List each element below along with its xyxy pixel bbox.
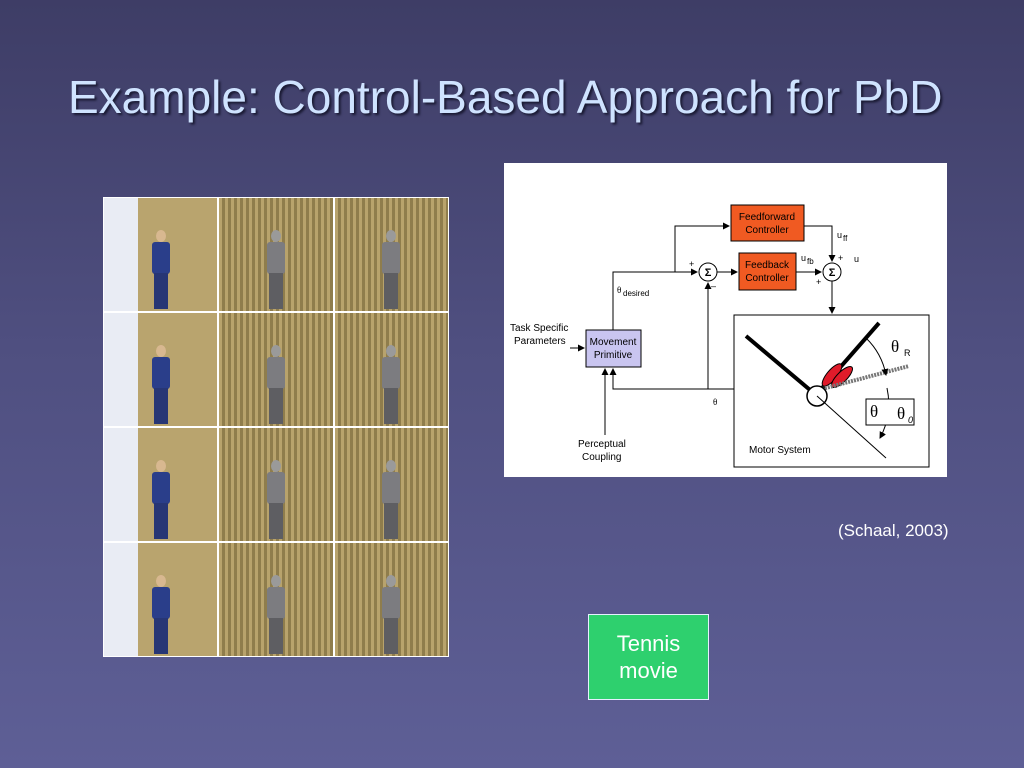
u-fb-sub: fb xyxy=(807,257,814,266)
minus-sign-left: – xyxy=(711,281,716,291)
movement-primitive-label-1: Movement xyxy=(590,337,637,348)
robot-figure xyxy=(265,229,287,309)
robot-figure xyxy=(265,344,287,424)
task-params-label-2: Parameters xyxy=(514,336,566,347)
movement-primitive-box xyxy=(585,329,642,368)
feedback-label-2: Controller xyxy=(745,273,789,284)
photo-frame xyxy=(334,428,448,541)
plus-sign-bottom: + xyxy=(816,277,821,287)
photo-frame xyxy=(104,543,218,656)
feedforward-label-1: Feedforward xyxy=(739,212,795,223)
tennis-movie-button[interactable]: Tennis movie xyxy=(588,614,709,700)
photo-frame xyxy=(104,428,218,541)
perceptual-label-1: Perceptual xyxy=(578,439,626,450)
motor-system-box xyxy=(733,314,930,468)
arm-upper-link xyxy=(744,334,818,397)
theta-r-sub: R xyxy=(904,348,911,358)
photo-frame xyxy=(334,543,448,656)
theta-r-label: θ xyxy=(891,337,899,356)
photo-frame xyxy=(219,428,333,541)
wire-to-feedforward xyxy=(674,222,730,272)
movie-button-line1: Tennis xyxy=(616,631,681,656)
feedback-label-1: Feedback xyxy=(745,260,790,271)
photo-frame xyxy=(104,313,218,426)
demonstrator-figure xyxy=(150,344,172,424)
plus-sign-top: + xyxy=(838,253,843,263)
robot-figure xyxy=(380,459,402,539)
demonstrator-figure xyxy=(150,574,172,654)
robot-figure xyxy=(265,459,287,539)
sum-symbol-right: Σ xyxy=(829,267,836,279)
photo-frame xyxy=(219,543,333,656)
task-params-label-1: Task Specific xyxy=(510,323,568,334)
theta-0-label-b: θ xyxy=(897,404,905,423)
robot-figure xyxy=(265,574,287,654)
control-block-diagram: Feedforward Controller Feedback Controll… xyxy=(504,163,947,477)
wire-feedback-theta xyxy=(704,282,734,390)
citation: (Schaal, 2003) xyxy=(838,521,949,540)
movement-primitive-label-2: Primitive xyxy=(594,350,633,361)
movie-button-line2: movie xyxy=(619,658,678,683)
theta-box xyxy=(865,398,915,426)
perceptual-label-2: Coupling xyxy=(582,452,621,463)
theta-desired-symbol: θ xyxy=(617,285,621,295)
theta-0-label-a: θ xyxy=(870,402,878,421)
wire-feedforward-to-sum xyxy=(804,225,836,262)
angle-arc-r xyxy=(865,337,889,376)
photo-frame xyxy=(334,198,448,311)
robot-figure xyxy=(380,229,402,309)
wire-feedback-to-primitive xyxy=(609,368,708,390)
photo-frame xyxy=(334,313,448,426)
demonstrator-figure xyxy=(150,229,172,309)
u-fb-label: u xyxy=(801,253,806,263)
photo-frame xyxy=(104,198,218,311)
plus-sign-left: + xyxy=(689,259,694,269)
control-diagram-svg: Feedforward Controller Feedback Controll… xyxy=(510,204,930,468)
feedforward-controller-box xyxy=(730,204,805,242)
theta-0-sub: 0 xyxy=(908,415,913,425)
u-ff-label: u xyxy=(837,230,842,240)
feedforward-label-2: Controller xyxy=(745,225,789,236)
u-ff-sub: ff xyxy=(843,234,848,243)
wire-primitive-to-sum xyxy=(612,268,698,330)
feedback-controller-box xyxy=(738,252,797,291)
theta-desired-sub: desired xyxy=(623,289,649,298)
photo-frame xyxy=(219,313,333,426)
robot-figure xyxy=(380,574,402,654)
slide-title: Example: Control-Based Approach for PbD xyxy=(68,71,943,123)
photo-frame xyxy=(219,198,333,311)
tennis-robot-photo-sequence xyxy=(103,197,449,657)
demonstrator-figure xyxy=(150,459,172,539)
robot-figure xyxy=(380,344,402,424)
arm-reference-line xyxy=(816,395,887,459)
motor-system-label: Motor System xyxy=(749,445,811,456)
sum-symbol-left: Σ xyxy=(705,267,712,279)
u-label: u xyxy=(854,254,859,264)
theta-feedback-label: θ xyxy=(713,397,717,407)
